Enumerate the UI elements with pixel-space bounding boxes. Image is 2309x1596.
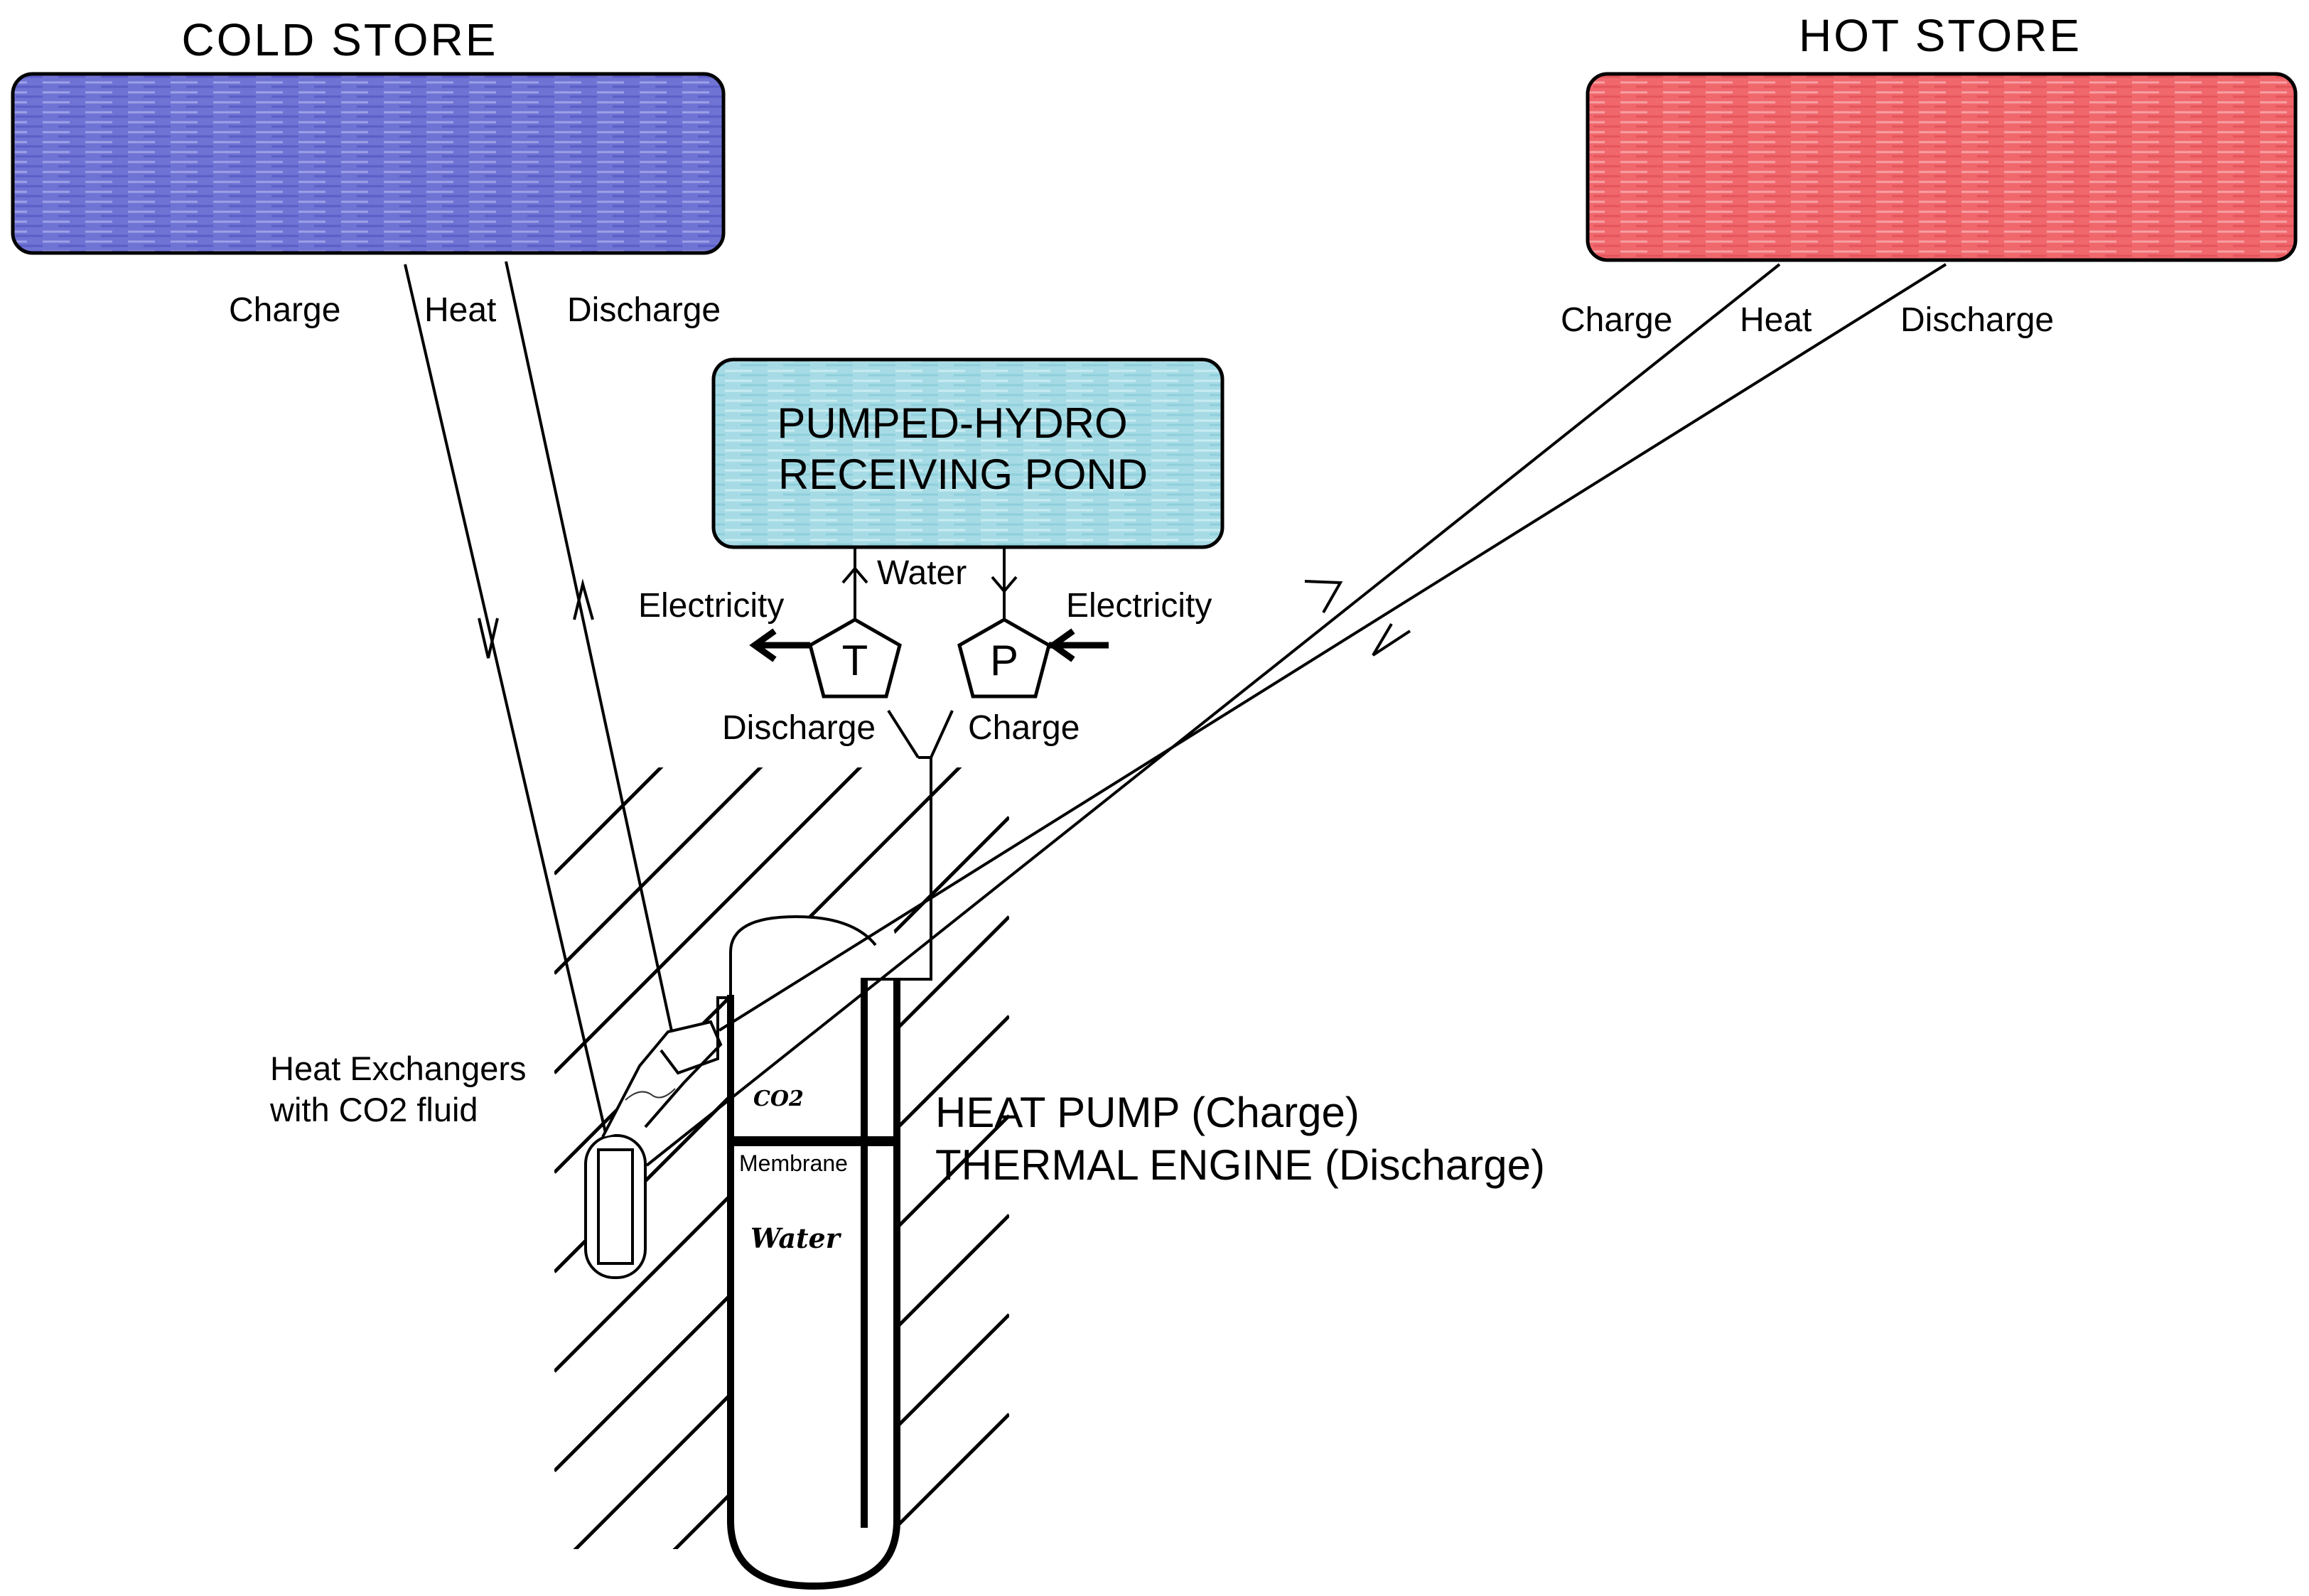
hot-charge-pipe bbox=[645, 263, 1781, 1167]
turbine bbox=[808, 618, 902, 699]
shaft bbox=[727, 915, 900, 1590]
membrane-label: Membrane bbox=[739, 1150, 848, 1176]
cold-store-tank bbox=[11, 72, 726, 255]
shaft-cavity bbox=[731, 917, 897, 1586]
shaft-water-pipe bbox=[864, 756, 932, 981]
pond-water-label: Water bbox=[877, 554, 967, 592]
thermal-engine-label: THERMAL ENGINE (Discharge) bbox=[935, 1141, 1545, 1189]
pumped-hydro-pond bbox=[711, 357, 1225, 549]
cold-discharge-label: Discharge bbox=[567, 291, 721, 329]
turbine-water-arrow bbox=[841, 566, 868, 584]
pump-branch-pipe bbox=[930, 710, 954, 758]
hot-store-tank bbox=[1586, 72, 2298, 262]
pump-electricity-arrow bbox=[1048, 628, 1075, 662]
turbine-electricity-arrow bbox=[749, 628, 777, 662]
hot-discharge-arrow bbox=[1372, 622, 1411, 657]
heat-exchangers-label-line2: with CO2 fluid bbox=[269, 1091, 478, 1128]
pond-title-line1: PUMPED-HYDRO bbox=[777, 399, 1127, 447]
heat-pump-label: HEAT PUMP (Charge) bbox=[935, 1089, 1360, 1136]
pump-water-arrow bbox=[991, 576, 1018, 594]
heat-exchangers bbox=[584, 996, 731, 1279]
hot-store-title: HOT STORE bbox=[1799, 10, 2082, 61]
hot-charge-label: Charge bbox=[1561, 301, 1672, 339]
pond-title-line2: RECEIVING POND bbox=[778, 451, 1148, 498]
cold-charge-arrow bbox=[478, 618, 499, 659]
water-label: Water bbox=[750, 1222, 842, 1254]
hot-discharge-pipe bbox=[718, 263, 1947, 1032]
turbine-symbol: T bbox=[842, 637, 868, 684]
pump-symbol: P bbox=[990, 637, 1018, 684]
pump-electricity-label: Electricity bbox=[1066, 587, 1212, 625]
cold-charge-label: Charge bbox=[229, 291, 340, 329]
cold-discharge-pipe bbox=[505, 261, 679, 1058]
pump-charge-label: Charge bbox=[968, 709, 1080, 747]
hot-discharge-label: Discharge bbox=[1900, 301, 2054, 339]
co2-label: CO2 bbox=[753, 1087, 804, 1111]
cold-discharge-arrow bbox=[573, 578, 594, 620]
hot-charge-arrow bbox=[1304, 580, 1343, 613]
turbine-discharge-label: Discharge bbox=[722, 709, 876, 747]
heat-exchangers-label-line1: Heat Exchangers bbox=[270, 1050, 527, 1087]
turbine-electricity-label: Electricity bbox=[638, 587, 784, 625]
cold-charge-pipe bbox=[404, 264, 611, 1152]
cold-store-title: COLD STORE bbox=[182, 14, 498, 65]
hot-heat-label: Heat bbox=[1740, 301, 1812, 339]
cold-heat-label: Heat bbox=[424, 291, 496, 329]
turbine-branch-pipe bbox=[887, 709, 920, 759]
pump bbox=[957, 618, 1051, 699]
